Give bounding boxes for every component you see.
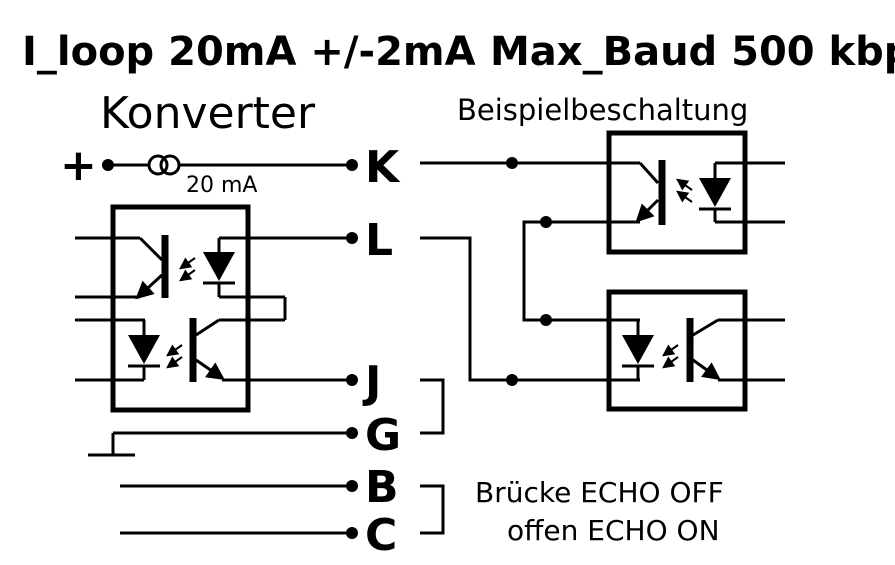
bracket-b-c bbox=[420, 484, 445, 535]
led-icon bbox=[622, 320, 654, 380]
terminal-dot-c bbox=[346, 527, 358, 539]
terminal-g: G bbox=[365, 410, 401, 461]
example-circuit-label: Beispielbeschaltung bbox=[457, 93, 748, 127]
led-icon bbox=[128, 320, 160, 380]
current-source-label: 20 mA bbox=[186, 173, 257, 198]
terminal-dot-l bbox=[346, 232, 358, 244]
plus-sign: + bbox=[60, 140, 97, 191]
terminal-k: K bbox=[365, 142, 401, 193]
example-wiring bbox=[420, 157, 640, 386]
terminal-dot-g bbox=[346, 427, 358, 439]
title-current-loop: I_loop 20mA +/-2mA bbox=[22, 29, 476, 75]
bracket-j-g bbox=[420, 378, 445, 435]
current-source-icon bbox=[147, 154, 181, 176]
k-line: + 20 mA bbox=[60, 140, 358, 198]
terminal-b: B bbox=[365, 462, 399, 513]
example-optocoupler-lower bbox=[606, 289, 785, 412]
terminal-dot-k bbox=[346, 159, 358, 171]
example-optocoupler-upper bbox=[606, 130, 785, 255]
terminal-j: J bbox=[362, 357, 381, 408]
terminal-l: L bbox=[365, 215, 393, 266]
bridge-note-echo-off: Brücke ECHO OFF bbox=[475, 476, 724, 509]
converter-label: Konverter bbox=[100, 88, 316, 139]
bridge-note-echo-on: offen ECHO ON bbox=[507, 514, 720, 547]
ground-line bbox=[88, 427, 358, 457]
converter-optocoupler bbox=[75, 204, 358, 413]
terminal-dot-b bbox=[346, 480, 358, 492]
title-max-baud: Max_Baud 500 kbps bbox=[490, 29, 895, 75]
led-icon bbox=[699, 163, 731, 222]
terminal-dot-j bbox=[346, 374, 358, 386]
led-icon bbox=[203, 238, 235, 297]
terminal-c: C bbox=[365, 510, 397, 561]
